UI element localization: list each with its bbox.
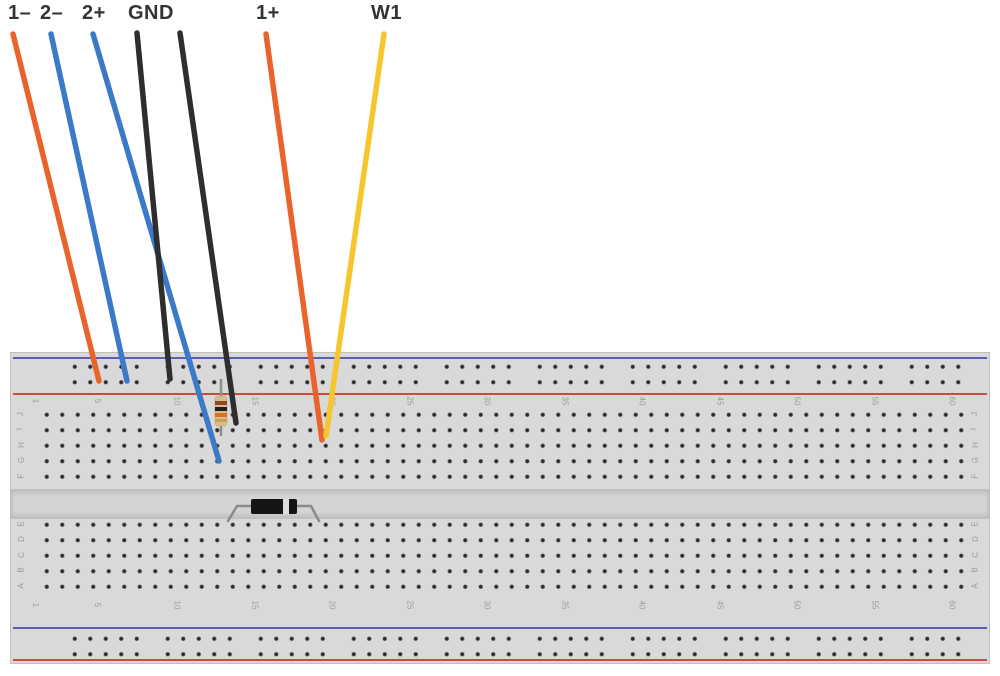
wire-label-3: GND [128,2,174,24]
column-number: 40 [637,600,647,610]
row-letter: H [16,441,26,448]
wire-label-4: 1+ [256,2,280,24]
column-number: 5 [92,398,102,404]
column-number: 5 [92,602,102,608]
row-letter: J [16,411,25,416]
column-number: 55 [870,396,880,406]
row-letter: A [16,583,26,589]
column-number: 55 [870,600,880,610]
column-number: 40 [637,396,647,406]
row-letter: C [16,551,26,558]
wire-label-5: W1 [371,2,402,24]
wire-scope-2-neg [48,31,130,384]
lower-terminal-holes [39,517,971,595]
top-rail-holes [67,359,967,390]
bottom-rail-holes [67,631,967,662]
row-letter: B [16,567,26,573]
row-letter: I [15,428,25,431]
row-letter: J [970,411,979,416]
wire-labels: 1– 2– 2+ GND 1+ W1 [0,0,1000,40]
bottom-rail-blue-line [13,627,987,629]
column-number: 50 [792,600,802,610]
column-number: 10 [172,600,182,610]
upper-terminal-holes [39,407,971,485]
column-number: 45 [715,396,725,406]
column-number: 60 [947,396,957,406]
column-number: 45 [715,600,725,610]
column-number: 30 [482,396,492,406]
row-letter: G [971,457,981,464]
column-number: 10 [172,396,182,406]
wire-label-2: 2+ [82,2,106,24]
row-letter: H [970,441,980,448]
column-number: 15 [250,396,260,406]
top-rail-red-line [13,393,987,395]
column-number: 50 [792,396,802,406]
column-number: 1 [30,602,40,608]
row-letter: D [16,536,26,543]
wire-scope-1-neg [10,31,102,384]
column-number: 35 [560,396,570,406]
column-number: 20 [327,396,337,406]
column-number: 60 [947,600,957,610]
column-number: 30 [482,600,492,610]
row-letter: G [17,457,27,464]
bottom-rail-red-line [13,659,987,661]
row-letter: D [970,536,980,543]
wire-label-1: 2– [40,2,64,24]
row-letter: B [970,567,980,573]
row-letter: E [16,521,26,527]
wire-gnd-1 [134,30,173,382]
top-rail-blue-line [13,357,987,359]
row-letter: F [970,473,980,479]
wire-label-0: 1– [8,2,32,24]
column-number: 15 [250,600,260,610]
center-channel [11,489,989,519]
row-letter: C [970,551,980,558]
column-number: 25 [405,396,415,406]
column-number: 35 [560,600,570,610]
column-number: 1 [30,398,40,404]
row-letter: I [969,428,979,431]
row-letter: F [16,473,26,479]
row-letter: A [970,583,980,589]
column-number: 25 [405,600,415,610]
column-number: 20 [327,600,337,610]
row-letter: E [970,521,980,527]
